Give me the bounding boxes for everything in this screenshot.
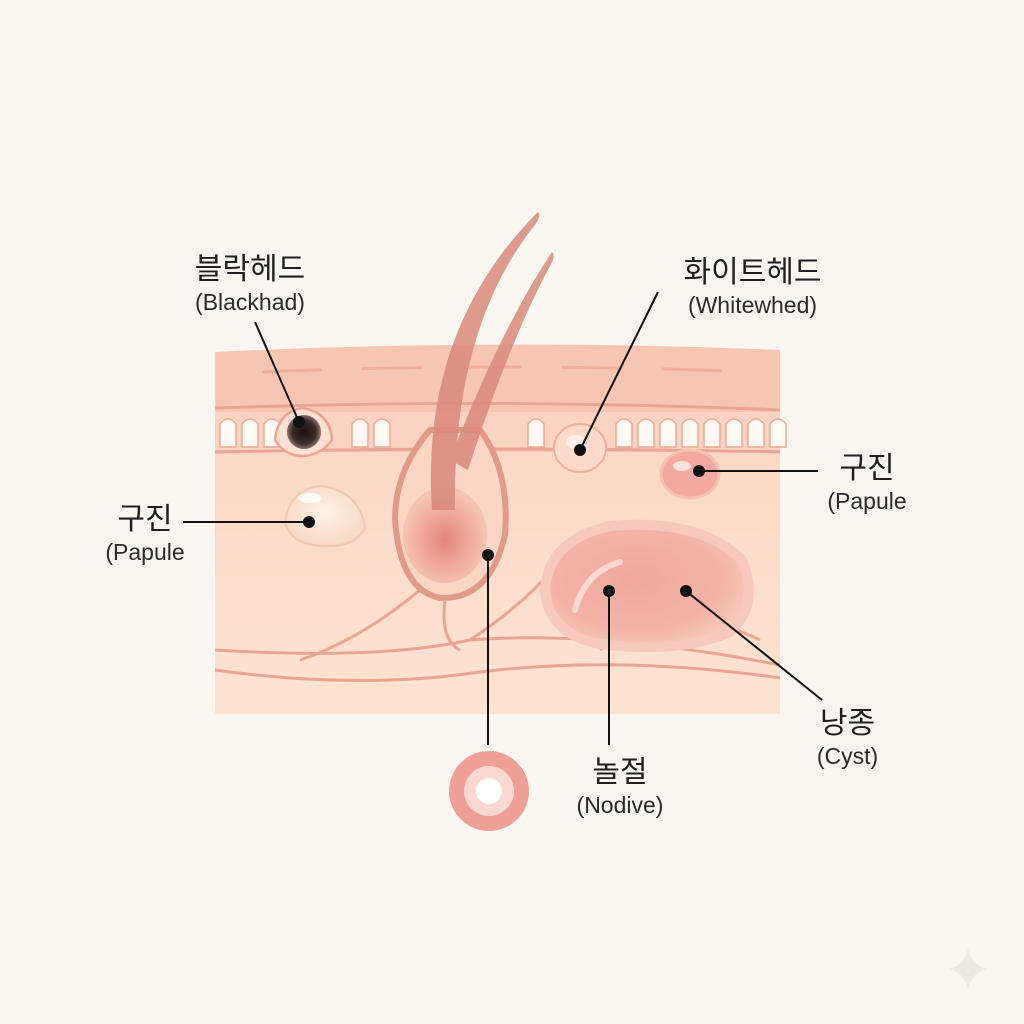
label-papule-left-ko: 구진 [117,502,173,537]
sparkle-icon [948,948,988,990]
papilla [659,418,677,448]
papule-left-lesion [283,484,367,548]
label-cyst: 낭종 (Cyst) [800,706,895,770]
leader-lines [183,291,823,745]
label-nodule-en: (Nodive) [576,792,664,818]
papilla [373,418,391,448]
hair-shafts [430,212,554,510]
blackhead-lesion [273,406,334,458]
label-nodule-ko: 놀절 [592,755,648,790]
papilla [527,418,545,448]
label-papule-left: 구진 (Papule [90,502,200,566]
hair-follicle [391,427,509,652]
papilla [747,418,765,448]
label-papule-left-en: (Papule [105,539,185,565]
label-whitehead-en: (Whitewhed) [687,292,818,318]
cyst-lesion [539,519,754,653]
label-nodule: 놀절 (Nodive) [555,755,685,819]
label-blackhead-ko: 블락헤드 [194,252,306,287]
label-blackhead: 블락헤드 (Blackhad) [165,252,335,316]
papilla [637,418,655,448]
label-cyst-ko: 낭종 [819,706,876,741]
papilla [703,418,721,448]
nodule-ring-detail [449,751,529,831]
papule-right-lesion [659,448,721,500]
leader-dots [293,416,705,597]
papilla [681,418,699,448]
papilla [219,418,237,448]
papilla [615,418,633,448]
label-papule-right-ko: 구진 [839,451,895,486]
label-papule-right: 구진 (Papule [812,451,922,515]
label-whitehead: 화이트헤드 (Whitewhed) [660,255,845,319]
label-whitehead-ko: 화이트헤드 [683,255,822,290]
papilla [241,418,259,448]
papilla [351,418,369,448]
label-blackhead-en: (Blackhad) [195,289,305,315]
label-cyst-en: (Cyst) [816,743,879,769]
papilla [725,418,743,448]
label-papule-right-en: (Papule [827,488,907,514]
papilla [769,418,787,448]
stratum-line [261,365,761,374]
